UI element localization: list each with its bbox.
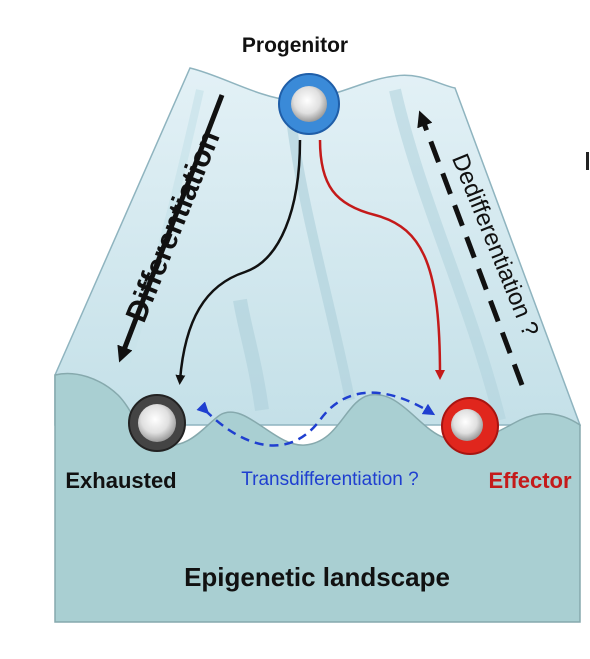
effector-label: Effector <box>488 468 572 493</box>
effector-path-arrow <box>318 139 445 380</box>
surface-fold <box>389 88 506 422</box>
transdifferentiation-label: Transdifferentiation ? <box>241 469 418 490</box>
progenitor-cell-icon <box>278 73 340 135</box>
effector-cell-icon <box>441 397 499 455</box>
dedifferentiation-arrow <box>417 110 525 386</box>
exhausted-label: Exhausted <box>65 468 176 493</box>
progenitor-label: Progenitor <box>242 34 348 57</box>
edge-mark <box>586 152 589 170</box>
exhausted-path-arrow <box>175 139 302 385</box>
differentiation-arrow <box>117 94 225 363</box>
exhausted-cell-icon <box>128 394 186 452</box>
surface-fold <box>233 298 269 411</box>
surface-fold <box>285 109 355 401</box>
landscape-title: Epigenetic landscape <box>184 562 450 592</box>
transdifferentiation-arrow <box>196 391 436 447</box>
